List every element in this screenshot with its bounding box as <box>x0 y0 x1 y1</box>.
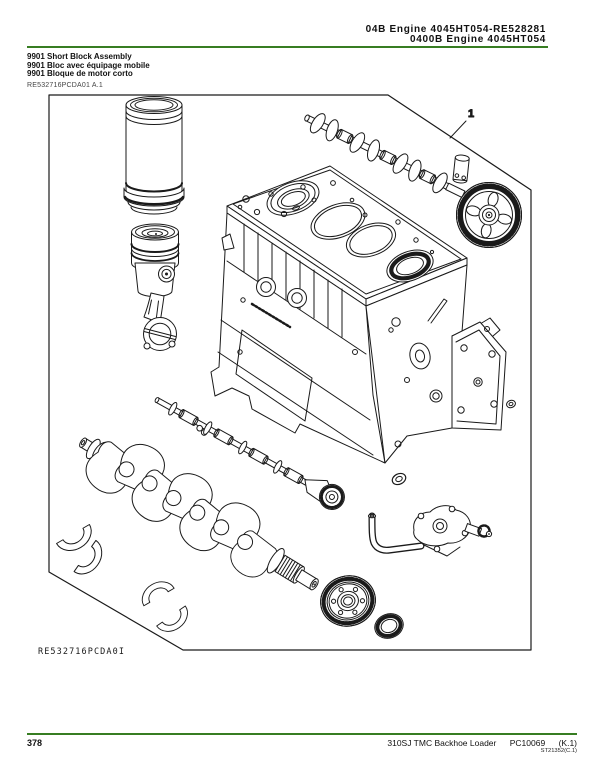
footer-publication-line: 310SJ TMC Backhoe Loader PC10069 (K.1) <box>387 738 577 748</box>
callout-1[interactable]: 1 <box>449 108 475 139</box>
oil-pickup-tube <box>367 512 425 554</box>
publication-title: 310SJ TMC Backhoe Loader <box>387 738 497 748</box>
cylinder-liner <box>123 96 185 215</box>
callout-1-label: 1 <box>468 108 474 120</box>
engine-block <box>210 165 516 464</box>
page-header: 04B Engine 4045HT054-RE528281 0400B Engi… <box>366 25 546 45</box>
balancer-shaft <box>154 397 345 510</box>
section-title-en: 9901 Short Block Assembly <box>27 52 132 61</box>
camshaft <box>304 113 522 248</box>
camshaft-gear <box>456 182 522 248</box>
crankshaft-oil-seal <box>374 613 404 639</box>
figure-frame <box>48 94 532 651</box>
section-title-block: 9901 Short Block Assembly 9901 Bloc avec… <box>27 52 150 79</box>
header-rule <box>27 46 548 48</box>
section-title-fr: 9901 Bloc avec équipage mobile <box>27 60 150 70</box>
image-id-caption: RE532716PCDA0I <box>38 647 125 657</box>
piston-and-connecting-rod <box>130 223 180 351</box>
thrust-washer <box>391 472 407 486</box>
header-line-2: 0400B Engine 4045HT054 <box>409 34 546 45</box>
callout-1-leader <box>449 120 467 139</box>
publication-number: PC10069 <box>509 738 546 748</box>
publication-revision: (K.1) <box>558 738 577 748</box>
page-number: 378 <box>27 738 43 748</box>
cam-follower <box>452 154 470 184</box>
footer-rule <box>27 733 577 735</box>
crankshaft-gear <box>320 575 376 627</box>
main-bearing-shells <box>56 524 188 632</box>
section-title-es: 9901 Bloque de motor corto <box>27 69 133 79</box>
figure-reference: RE532716PCDA01 A.1 <box>27 82 103 89</box>
oil-pump <box>413 505 493 557</box>
footer-sub-revision: ST21352(C.1) <box>540 748 577 754</box>
header-line-1: 04B Engine 4045HT054-RE528281 <box>365 24 546 35</box>
crankshaft <box>79 437 319 591</box>
